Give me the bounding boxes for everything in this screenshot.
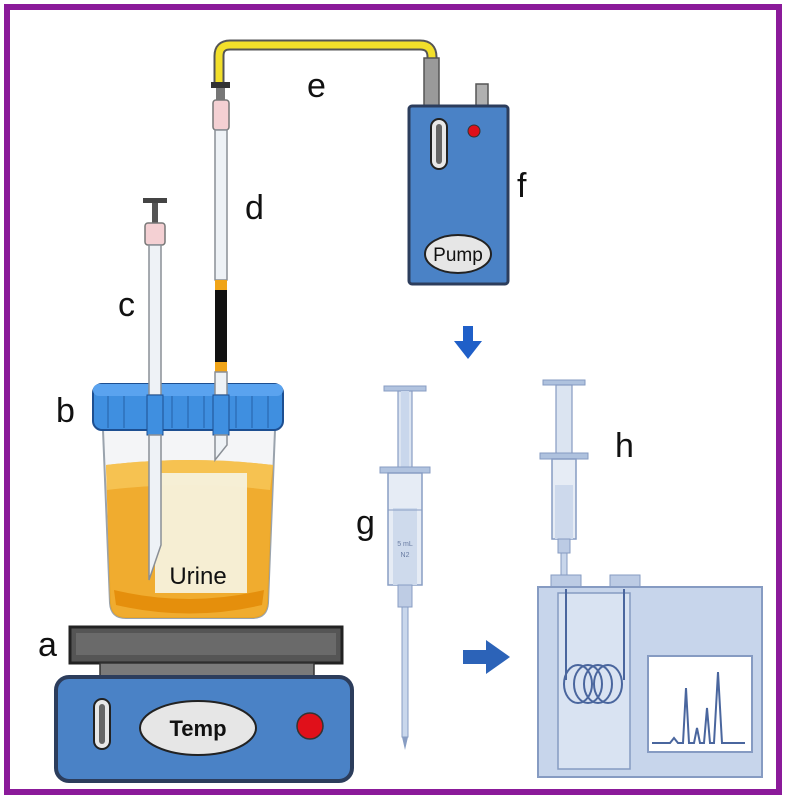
- gas-syringe-g: 5 mL N2: [379, 385, 431, 750]
- gc-instrument: [537, 379, 763, 778]
- sorbent-packing-top: [215, 280, 227, 290]
- label-g: g: [356, 504, 375, 542]
- temperature-display-text: Temp: [169, 716, 226, 741]
- label-f: f: [517, 167, 527, 205]
- pump-indicator-light: [467, 124, 481, 138]
- needle-d: [211, 82, 230, 463]
- hot-plate: Temp: [54, 625, 354, 783]
- urine-label: Urine: [169, 563, 226, 590]
- hot-plate-indicator-light: [296, 712, 324, 740]
- down-arrow-icon: [454, 326, 482, 359]
- coil-icon: [563, 589, 625, 704]
- pump-device: Pump: [407, 57, 510, 286]
- temperature-display: [139, 700, 257, 756]
- pump-display: [424, 234, 492, 274]
- syringe-g-marking-volume: 5 mL: [397, 541, 413, 548]
- sorbent-packing-bottom: [215, 362, 227, 372]
- syringe-g-marking-gas: N2: [401, 552, 410, 559]
- label-b: b: [56, 392, 75, 430]
- hot-plate-neck: [99, 662, 315, 678]
- diagram-frame: [4, 4, 782, 795]
- pump-inlet-port: [423, 57, 440, 111]
- cup-label-patch: [155, 473, 247, 593]
- transfer-tube: [213, 39, 438, 84]
- sample-cup: Urine: [92, 383, 284, 619]
- gas-syringe-h: [539, 379, 589, 578]
- label-c: c: [118, 286, 135, 324]
- label-d: d: [245, 189, 264, 227]
- chromatogram-icon: [652, 671, 745, 744]
- sorbent-packing: [215, 290, 227, 362]
- label-h: h: [615, 427, 634, 465]
- label-a: a: [38, 626, 57, 664]
- label-e: e: [307, 67, 326, 105]
- needle-c: [143, 198, 167, 581]
- pump-display-text: Pump: [433, 245, 483, 266]
- chromatogram-screen: [647, 655, 753, 753]
- right-arrow-icon: [463, 640, 510, 674]
